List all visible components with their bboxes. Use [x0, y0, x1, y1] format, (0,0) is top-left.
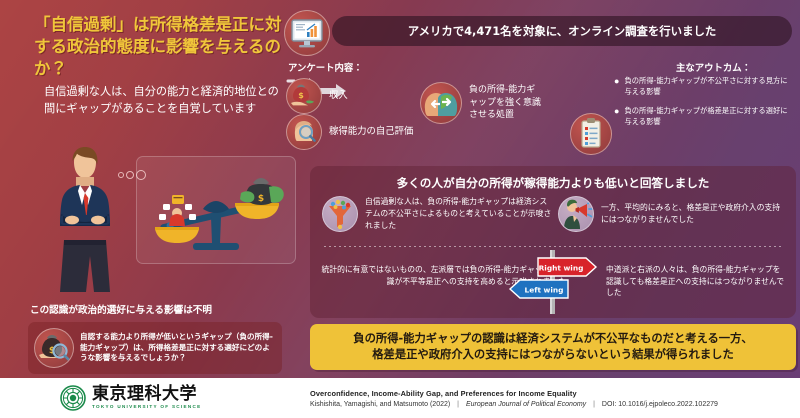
research-question-text: 自認する能力より所得が低いというギャップ（負の所得-能力ギャップ）は、所得格差是…: [80, 331, 273, 363]
main-outcomes-list: ● 負の所得-能力ギャップが不公平さに対する見方に与える影響 ● 負の所得-能力…: [614, 76, 790, 136]
survey-header-row: アメリカで4,471名を対象に、オンライン調査を行いました: [284, 8, 800, 56]
right-arrow-icon: [320, 84, 347, 104]
right-column: アメリカで4,471名を対象に、オンライン調査を行いました アンケート内容： 主…: [284, 0, 800, 378]
conclusion-banner: 負の所得-能力ギャップの認識は経済システムが不公平なものだと考える一方、 格差是…: [310, 324, 796, 370]
citation-separator: |: [593, 400, 595, 408]
flow-item-income-label: 収入: [329, 89, 348, 101]
outcome-item-text: 負の所得-能力ギャップが格差是正に対する選好に与える影響: [624, 106, 788, 126]
results-divider: [324, 246, 782, 247]
right-wing-finding-text: 中道派と右派の人々は、負の所得-能力ギャップを認識しても格差是正への支持にはつな…: [606, 265, 785, 298]
flow-item-ability-label: 稼得能力の自己評価: [329, 125, 414, 137]
tus-seal-icon: [60, 385, 86, 411]
results-panel: 多くの人が自分の所得が稼得能力よりも低いと回答しました 自信過剰な人は、負の所得: [310, 166, 796, 318]
page-title: 「自信過剰」は所得格差是正に対する政治的態度に影響を与えるのか？: [34, 15, 282, 78]
money-bag-icon: $: [240, 178, 284, 205]
multitasking-worker-icon: [159, 195, 196, 226]
research-question-box: $ 自認する能力より所得が低いというギャップ（負の所得-能力ギャップ）は、所得格…: [28, 322, 282, 374]
citation: Overconfidence, Income-Ability Gap, and …: [300, 389, 800, 408]
university-name-jp: 東京理科大学: [92, 384, 197, 405]
right-wing-sign-label: Right wing: [539, 264, 584, 273]
svg-text:$: $: [49, 346, 55, 356]
bullet-dot-icon: ●: [614, 76, 620, 86]
citation-title: Overconfidence, Income-Ability Gap, and …: [310, 388, 577, 398]
outcome-item: ● 負の所得-能力ギャップが格差是正に対する選好に与える影響: [614, 106, 790, 127]
result-finding-a-text: 自信過剰な人は、負の所得-能力ギャップは経済システムの不公平さによるものと考えて…: [365, 197, 552, 230]
left-wing-finding-text: 統計的に有意ではないものの、左派層では負の所得-能力ギャップの認識が不平等是正へ…: [321, 265, 566, 286]
megaphone-person-icon: [558, 196, 594, 232]
flow-item-treatment: 負の所得-能力ギャップを強く意識させる処置: [420, 82, 541, 124]
outcome-item: ● 負の所得-能力ギャップが不公平さに対する見方に与える影響: [614, 76, 790, 97]
hero-illustration: $: [18, 138, 300, 298]
monitor-chart-icon: [284, 10, 330, 56]
thought-dots-icon: [118, 166, 148, 184]
money-bag-hand-icon: $: [286, 78, 322, 114]
unbalanced-scale-icon: $: [155, 178, 284, 250]
head-magnifier-icon: [286, 114, 322, 150]
results-title: 多くの人が自分の所得が稼得能力よりも低いと回答しました: [396, 176, 710, 190]
citation-journal: European Journal of Political Economy: [465, 400, 587, 408]
citation-doi: DOI: 10.1016/j.ejpoleco.2022.102279: [601, 400, 718, 408]
svg-text:$: $: [258, 194, 264, 204]
result-finding-b-text: 一方、平均的にみると、格差是正や政府介入の支持にはつながりませんでした: [601, 203, 781, 224]
outcome-item-text: 負の所得-能力ギャップが不公平さに対する見方に与える影響: [624, 76, 788, 96]
two-heads-arrows-icon: [420, 82, 462, 124]
flow-item-ability: 稼得能力の自己評価: [286, 114, 413, 150]
result-finding-b: 一方、平均的にみると、格差是正や政府介入の支持にはつながりませんでした: [558, 196, 786, 232]
main-outcome-label: 主なアウトカム：: [676, 63, 752, 74]
page-subtitle: 自信過剰な人は、自分の能力と経済的地位との間にギャップがあることを自覚しています: [44, 85, 279, 115]
university-name-en: TOKYO UNIVERSITY OF SCIENCE: [92, 404, 202, 410]
signpost-illustration: Right wing Left wing: [498, 250, 608, 314]
footer: 東京理科大学 TOKYO UNIVERSITY OF SCIENCE Overc…: [0, 378, 800, 418]
citation-line: Kishishita, Yamagishi, and Matsumoto (20…: [310, 401, 800, 408]
political-wing-section: 統計的に有意ではないものの、左派層では負の所得-能力ギャップの認識が不平等是正へ…: [310, 250, 796, 314]
clipboard-checklist-icon: [570, 113, 612, 155]
survey-flow: $ 収入 稼得能力の自己評価: [286, 76, 796, 158]
flow-item-treatment-label: 負の所得-能力ギャップを強く意識させる処置: [469, 85, 542, 121]
caption-unknown-effect: この認識が政治的選好に与える影響は不明: [30, 305, 212, 316]
result-finding-a: 自信過剰な人は、負の所得-能力ギャップは経済システムの不公平さによるものと考えて…: [322, 196, 552, 232]
money-magnifier-icon: $: [34, 328, 74, 368]
flow-item-income: $ 収入: [286, 78, 348, 114]
conclusion-line-1: 負の所得-能力ギャップの認識は経済システムが不公平なものだと考える一方、: [353, 331, 753, 345]
citation-separator: |: [457, 400, 459, 408]
funnel-people-icon: [322, 196, 358, 232]
left-column: 「自信過剰」は所得格差是正に対する政治的態度に影響を与えるのか？ 自信過剰な人は…: [0, 0, 300, 378]
survey-content-label: アンケート内容：: [288, 63, 363, 74]
university-logo: 東京理科大学 TOKYO UNIVERSITY OF SCIENCE: [0, 385, 300, 411]
citation-authors: Kishishita, Yamagishi, and Matsumoto (20…: [310, 400, 451, 408]
svg-text:$: $: [298, 91, 304, 100]
bullet-dot-icon: ●: [614, 106, 620, 117]
conclusion-line-2: 格差是正や政府介入の支持にはつながらないという結果が得られました: [372, 348, 734, 361]
university-logo-text: 東京理科大学 TOKYO UNIVERSITY OF SCIENCE: [92, 386, 201, 410]
scale-card: $: [136, 156, 296, 264]
left-wing-sign-label: Left wing: [525, 286, 564, 295]
businessman-arms-crossed-icon: [60, 147, 110, 292]
survey-header-banner: アメリカで4,471名を対象に、オンライン調査を行いました: [332, 16, 792, 46]
survey-header-text: アメリカで4,471名を対象に、オンライン調査を行いました: [407, 24, 717, 38]
